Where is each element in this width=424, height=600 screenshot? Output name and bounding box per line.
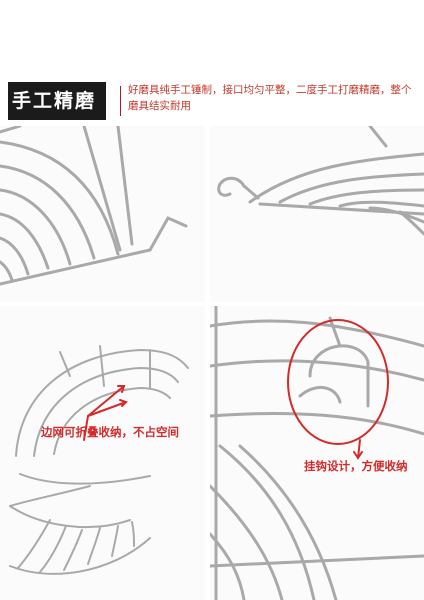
caption-foldable: 边网可折叠收纳，不占空间: [41, 425, 179, 439]
photo-hook-detail: [210, 126, 424, 302]
banner-description: 好磨具纯手工锤制，接口均匀平整，二度手工打磨精磨，整个磨具结实耐用: [128, 84, 412, 112]
banner: 手工精磨 好磨具纯手工锤制，接口均匀平整，二度手工打磨精磨，整个磨具结实耐用: [0, 76, 424, 126]
hook-highlight-illustration: [210, 306, 424, 600]
folded-rack-illustration: [9, 345, 189, 575]
caption-hook: 挂钩设计，方便收纳: [304, 459, 408, 473]
photo-folded-rack: 边网可折叠收纳，不占空间: [0, 306, 205, 600]
highlight-circle: [287, 319, 389, 445]
panel-separator: [205, 126, 210, 600]
rack-edge-illustration: [0, 126, 188, 286]
photo-rack-edge-closeup: [0, 126, 205, 302]
banner-title: 手工精磨: [8, 82, 107, 120]
hook-detail-illustration: [217, 126, 424, 236]
photo-hook-highlight: 挂钩设计，方便收纳: [210, 306, 424, 600]
banner-divider: [120, 86, 121, 116]
